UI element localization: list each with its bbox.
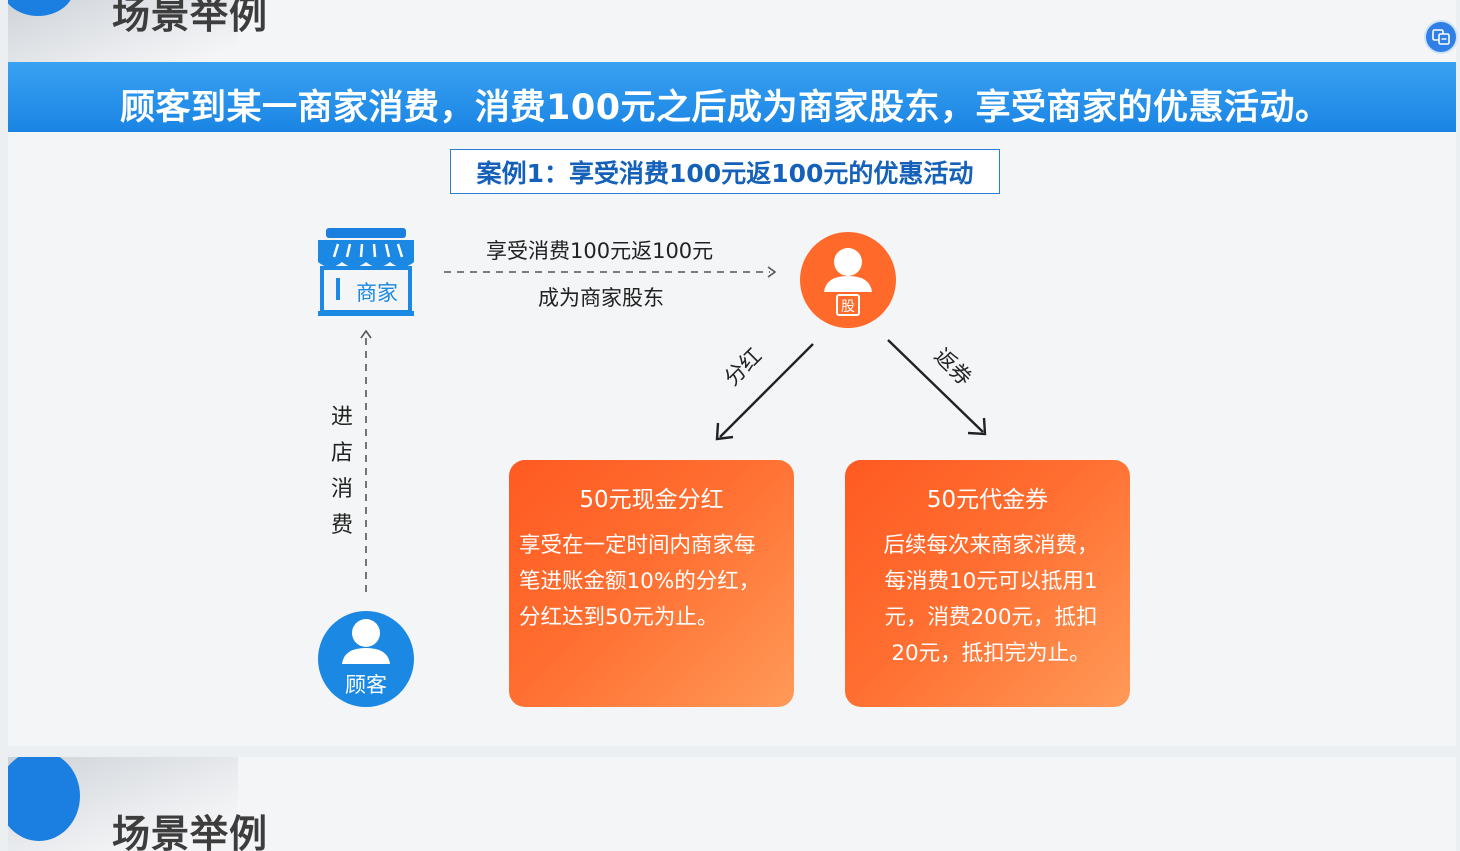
card-line: 分红达到50元为止。 — [519, 605, 719, 630]
card-line: 笔进账金额10%的分红， — [519, 569, 761, 594]
headline-banner: 顾客到某一商家消费，消费100元之后成为商家股东，享受商家的优惠活动。 — [8, 62, 1456, 132]
dividend-card-title: 50元现金分红 — [579, 487, 724, 513]
coupon-arrow — [887, 339, 984, 433]
translate-button[interactable] — [1424, 20, 1458, 54]
coupon-card-body: 后续每次来商家消费， 每消费10元可以抵用1 元，消费200元，抵扣 20元，抵… — [857, 528, 1125, 672]
card-line: 元，消费200元，抵扣 — [884, 605, 1098, 630]
coupon-card-title: 50元代金券 — [926, 487, 1049, 513]
customer-label: 顾客 — [345, 673, 387, 697]
slide-heading: 场景举例 — [112, 812, 269, 851]
card-line: 每消费10元可以抵用1 — [884, 569, 1098, 594]
dividend-arrow — [719, 343, 814, 438]
translate-icon — [1432, 29, 1450, 45]
merchant-label: 商家 — [356, 281, 398, 305]
slide-heading: 场景举例 — [112, 0, 269, 37]
dividend-card-body: 享受在一定时间内商家每 笔进账金额10%的分红， 分红达到50元为止。 — [519, 528, 787, 636]
vertical-char: 进 — [330, 405, 353, 430]
coupon-arrow-head — [967, 417, 987, 436]
user-icon — [318, 611, 414, 707]
card-line: 后续每次来商家消费， — [883, 533, 1099, 558]
vertical-char: 消 — [330, 477, 353, 502]
shareholder-label: 股 — [841, 299, 855, 315]
coupon-card: 50元代金券 后续每次来商家消费， 每消费10元可以抵用1 元，消费200元，抵… — [845, 460, 1130, 707]
dividend-arrow-head — [715, 422, 734, 441]
arrow-top-label: 享受消费100元返100元 — [486, 239, 714, 263]
branch-label-dividend: 分红 — [720, 344, 767, 391]
slide-scenario-example: 场景举例 顾客到某一商家消费，消费100元之后成为商家股东，享受商家的优惠活动。… — [8, 0, 1456, 746]
card-line: 20元，抵扣完为止。 — [891, 641, 1091, 666]
vertical-char: 费 — [330, 513, 353, 538]
slide-scenario-example-next: 场景举例 — [8, 757, 1456, 851]
user-badge-icon — [800, 232, 896, 328]
dividend-card: 50元现金分红 享受在一定时间内商家每 笔进账金额10%的分红， 分红达到50元… — [509, 460, 794, 707]
card-line: 享受在一定时间内商家每 — [519, 533, 756, 558]
vertical-char: 店 — [330, 441, 353, 466]
corner-circle-decoration — [8, 757, 80, 841]
case-title-box: 案例1：享受消费100元返100元的优惠活动 — [450, 149, 1000, 194]
arrow-bottom-label: 成为商家股东 — [538, 286, 664, 310]
dashed-arrow-head — [767, 266, 777, 278]
storefront-icon — [318, 228, 414, 316]
enter-store-label: 进 店 消 费 — [327, 400, 357, 544]
branch-label-coupon: 返券 — [930, 344, 977, 391]
vertical-arrow-head — [360, 329, 372, 339]
banner-text: 顾客到某一商家消费，消费100元之后成为商家股东，享受商家的优惠活动。 — [120, 88, 1331, 128]
